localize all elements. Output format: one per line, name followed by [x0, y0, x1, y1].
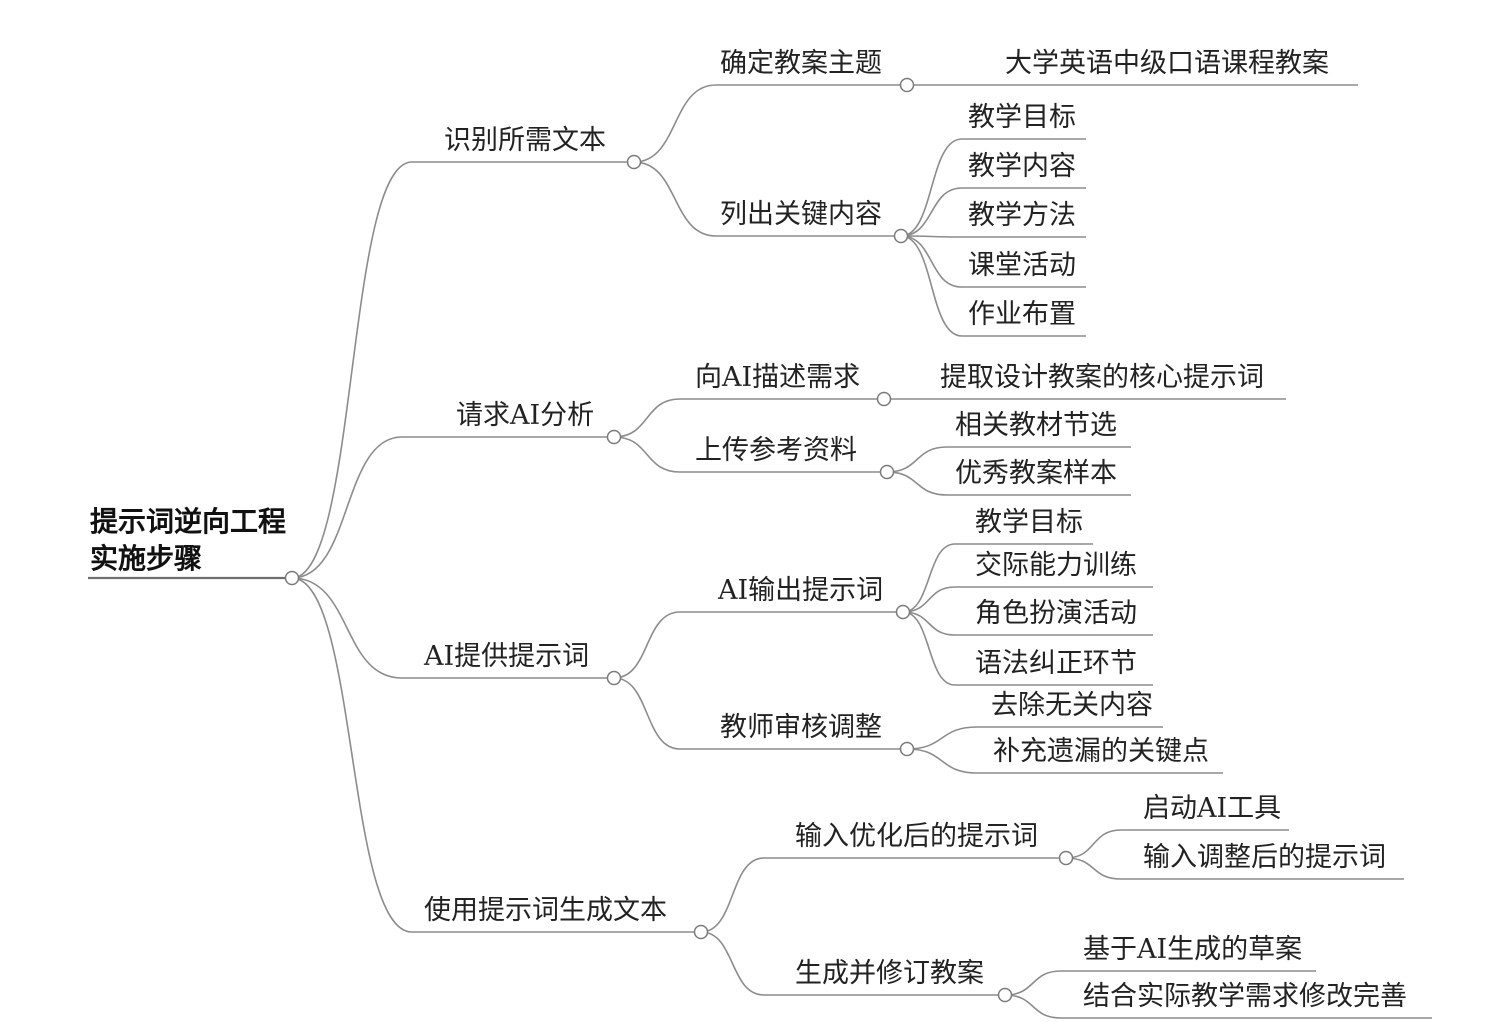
leaf-label-3-1-1: 教学目标: [975, 507, 1083, 538]
leaf-label-3-1-3: 角色扮演活动: [975, 598, 1137, 629]
topic-toggle-3-1[interactable]: [895, 604, 911, 620]
topic-label-4-1: 输入优化后的提示词: [795, 821, 1038, 852]
edge-topic-3-1-to-leaf-4: [902, 611, 956, 686]
edge-topic-1-2-to-leaf-1: [900, 138, 963, 237]
edge-topic-3-1-to-leaf-3: [902, 611, 956, 636]
edge-topic-4-1-to-leaf-2: [1065, 857, 1122, 880]
edge-branch-4-to-topic-1: [700, 857, 765, 933]
edge-branch-2-to-topic-1: [613, 398, 681, 438]
topic-toggle-1-2[interactable]: [893, 228, 909, 244]
leaf-label-4-1-1: 启动AI工具: [1143, 793, 1281, 824]
edge-topic-4-1-to-leaf-1: [1065, 829, 1122, 859]
edge-root-to-branch-1: [291, 161, 413, 579]
edge-topic-3-1-to-leaf-2: [902, 586, 956, 613]
branch-label-3: AI提供提示词: [423, 641, 589, 672]
root-title-line-1: 提示词逆向工程: [90, 505, 286, 538]
edge-topic-1-2-to-leaf-3: [900, 235, 963, 238]
topic-toggle-4-2[interactable]: [997, 987, 1013, 1003]
edge-topic-2-2-to-leaf-1: [886, 446, 948, 473]
topic-toggle-2-2[interactable]: [879, 464, 895, 480]
leaf-label-4-1-2: 输入调整后的提示词: [1143, 842, 1386, 873]
leaf-label-1-1-1: 大学英语中级口语课程教案: [1005, 48, 1329, 79]
leaf-label-3-2-2: 补充遗漏的关键点: [993, 736, 1209, 767]
leaf-label-3-1-4: 语法纠正环节: [975, 648, 1137, 679]
topic-label-1-1: 确定教案主题: [720, 48, 882, 79]
root-title-line-2: 实施步骤: [90, 542, 202, 575]
leaf-label-3-2-1: 去除无关内容: [991, 690, 1153, 721]
leaf-label-2-1-1: 提取设计教案的核心提示词: [940, 362, 1264, 393]
topic-label-1-2: 列出关键内容: [720, 199, 882, 230]
leaf-label-1-2-2: 教学内容: [968, 151, 1076, 182]
edge-root-to-branch-3: [291, 577, 403, 679]
edge-topic-3-2-to-leaf-2: [906, 748, 978, 774]
edge-topic-2-2-to-leaf-2: [886, 471, 948, 496]
leaf-label-2-2-2: 优秀教案样本: [955, 458, 1117, 489]
root-toggle[interactable]: [284, 570, 300, 586]
edge-topic-4-2-to-leaf-1: [1004, 970, 1062, 996]
topic-toggle-1-1[interactable]: [899, 77, 915, 93]
topic-label-2-2: 上传参考资料: [695, 435, 857, 466]
edge-branch-3-to-topic-1: [613, 611, 681, 679]
topic-label-4-2: 生成并修订教案: [795, 958, 984, 989]
edge-topic-1-2-to-leaf-4: [900, 235, 963, 288]
branch-label-2: 请求AI分析: [456, 400, 594, 431]
branch-toggle-2[interactable]: [606, 429, 622, 445]
edge-topic-3-1-to-leaf-1: [902, 543, 956, 613]
topic-label-2-1: 向AI描述需求: [695, 362, 860, 393]
edge-branch-1-to-topic-2: [633, 161, 717, 237]
leaf-label-2-2-1: 相关教材节选: [955, 410, 1117, 441]
leaf-label-1-2-4: 课堂活动: [968, 250, 1076, 281]
leaf-label-1-2-5: 作业布置: [968, 299, 1076, 330]
topic-toggle-2-1[interactable]: [876, 391, 892, 407]
edge-topic-1-2-to-leaf-5: [900, 235, 963, 337]
edge-root-to-branch-4: [291, 577, 413, 933]
connector-lines: [88, 84, 1432, 1019]
topic-label-3-2: 教师审核调整: [720, 712, 882, 743]
leaf-label-1-2-3: 教学方法: [968, 200, 1076, 231]
topic-toggle-4-1[interactable]: [1058, 850, 1074, 866]
leaf-label-4-2-1: 基于AI生成的草案: [1083, 934, 1302, 965]
leaf-label-4-2-2: 结合实际教学需求修改完善: [1083, 981, 1407, 1012]
topic-label-3-1: AI输出提示词: [717, 575, 883, 606]
edge-topic-3-2-to-leaf-1: [906, 726, 978, 750]
branch-label-4: 使用提示词生成文本: [424, 895, 667, 926]
branch-toggle-3[interactable]: [606, 670, 622, 686]
branch-toggle-4[interactable]: [693, 924, 709, 940]
edge-branch-4-to-topic-2: [700, 931, 765, 996]
branch-toggle-1[interactable]: [626, 154, 642, 170]
edge-root-to-branch-2: [291, 436, 403, 579]
branch-label-1: 识别所需文本: [444, 125, 606, 156]
topic-toggle-3-2[interactable]: [899, 741, 915, 757]
leaf-label-3-1-2: 交际能力训练: [975, 550, 1137, 581]
edge-branch-3-to-topic-2: [613, 677, 681, 750]
edge-topic-1-2-to-leaf-2: [900, 187, 963, 237]
edge-branch-1-to-topic-1: [633, 84, 717, 163]
leaf-label-1-2-1: 教学目标: [968, 102, 1076, 133]
edge-topic-4-2-to-leaf-2: [1004, 994, 1062, 1019]
edge-branch-2-to-topic-2: [613, 436, 681, 473]
